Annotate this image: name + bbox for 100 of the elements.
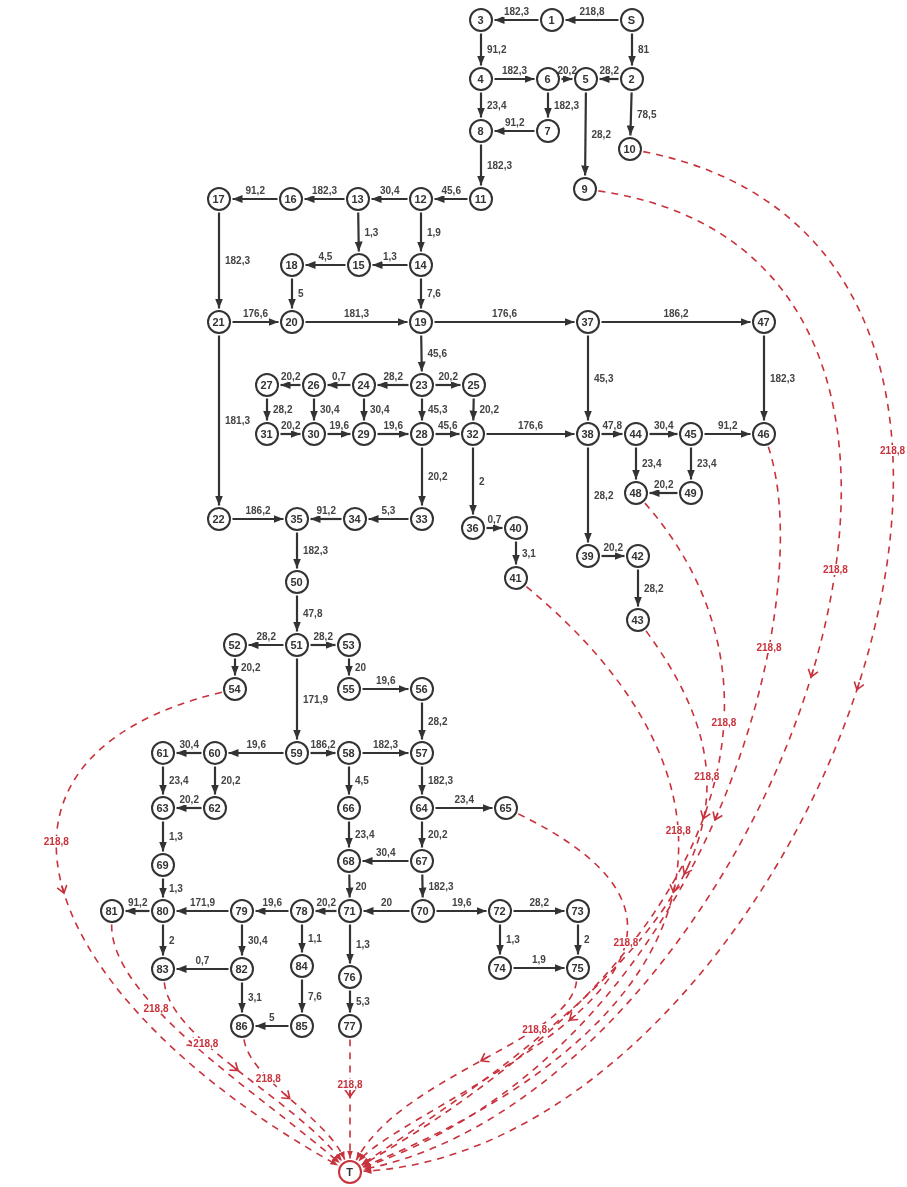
edge-label: 0,7 [331, 371, 347, 382]
arrow [362, 749, 409, 757]
node-circle: 45 [678, 421, 703, 446]
edge-label: 182,3 [427, 880, 455, 892]
edge-label: 182,3 [501, 65, 529, 76]
arrow [418, 766, 426, 795]
edge-label: 218,8 [664, 825, 692, 837]
edge-label: 182,3 [769, 372, 797, 384]
edge-label: 28,2 [528, 897, 550, 908]
edge-label: 7,6 [426, 288, 442, 299]
edge-label: 1,9 [426, 226, 442, 238]
edge-label: 218,8 [192, 1038, 220, 1050]
edge-label: 28,2 [312, 631, 334, 642]
arrow [255, 907, 289, 915]
arrow [176, 965, 229, 973]
arrow [176, 804, 202, 812]
arrow [513, 907, 565, 915]
dashed-arrow [362, 446, 782, 1169]
edge-label: 20,2 [602, 542, 624, 553]
arrow [176, 907, 229, 915]
edge-label: 20 [354, 661, 368, 673]
edge-label: 171,9 [189, 897, 217, 908]
arrow [601, 552, 625, 560]
edge-label: 28,2 [255, 631, 277, 642]
dashed-arrow [344, 1038, 356, 1160]
arrow [176, 749, 202, 757]
edge-label: 2 [583, 934, 591, 945]
node-circle: 30 [301, 421, 326, 446]
edge-label: 5 [297, 288, 305, 299]
arrow [512, 541, 520, 565]
node-circle: 74 [487, 955, 512, 980]
arrow [298, 979, 306, 1013]
node-circle: 31 [254, 421, 279, 446]
arrow [159, 878, 167, 898]
arrow [469, 447, 477, 515]
node-circle: 86 [229, 1013, 254, 1038]
arrow [565, 16, 619, 24]
arrow [238, 982, 246, 1013]
node-circle: 81 [99, 898, 124, 923]
node-circle: 80 [150, 898, 175, 923]
node-circle: 9 [572, 176, 597, 201]
node-circle: 58 [336, 740, 361, 765]
edge-label: 218,8 [821, 563, 849, 575]
arrow [494, 127, 535, 135]
arrow [513, 964, 565, 972]
edge-label: 23,4 [354, 829, 376, 840]
edge-label: 28,2 [643, 582, 665, 594]
edge-label: 45,6 [437, 420, 459, 431]
node-circle: 16 [278, 186, 303, 211]
edge-label: 182,3 [311, 185, 339, 196]
edge-label: 186,2 [244, 505, 272, 516]
edge-label: 20,2 [437, 371, 459, 382]
edge-label: 176,6 [491, 308, 519, 319]
dashed-arrow [357, 813, 629, 1163]
node-circle: 47 [751, 309, 776, 334]
node-circle: 19 [408, 309, 433, 334]
edge-label: 182,3 [486, 159, 514, 171]
edge-label: 19,6 [261, 897, 283, 908]
arrow [599, 75, 619, 83]
node-circle: 61 [150, 740, 175, 765]
edge-label: 20,2 [280, 420, 302, 431]
edge-label: 20 [380, 897, 394, 908]
edge-label: 218,8 [693, 771, 721, 783]
edge-label: 5,3 [355, 996, 371, 1007]
arrow [232, 195, 278, 203]
edge-label: 4,5 [354, 775, 370, 786]
dashed-arrow [55, 691, 339, 1167]
node-circle: 20 [279, 309, 304, 334]
node-circle: 68 [336, 848, 361, 873]
edge-label: 47,8 [601, 420, 623, 431]
edge-label: 30,4 [375, 847, 397, 858]
node-circle: 82 [229, 956, 254, 981]
arrow [632, 447, 640, 480]
edge-label: 20,2 [220, 775, 242, 786]
node-circle: 50 [284, 569, 309, 594]
node-circle: 48 [623, 480, 648, 505]
arrow [346, 924, 354, 964]
arrow [601, 318, 751, 326]
node-circle: 59 [284, 740, 309, 765]
node-circle: 25 [461, 372, 486, 397]
arrow [477, 144, 485, 186]
node-circle: 75 [565, 955, 590, 980]
edge-label: 19,6 [451, 897, 473, 908]
node-circle: 39 [575, 543, 600, 568]
edge-label: 20,2 [427, 471, 449, 482]
arrow [310, 641, 336, 649]
arrow [435, 381, 461, 389]
edge-label: 23,4 [168, 775, 190, 786]
node-circle: 66 [336, 795, 361, 820]
edge-label: 47,8 [302, 608, 324, 619]
arrow [159, 924, 167, 956]
arrow [293, 595, 301, 632]
node-circle: 79 [229, 898, 254, 923]
node-circle: 17 [206, 186, 231, 211]
node-circle: 78 [289, 898, 314, 923]
edge-label: 1,3 [363, 226, 380, 238]
edge-label: 1,3 [168, 831, 184, 842]
dashed-arrow [110, 923, 341, 1164]
edge-label: 91,2 [486, 44, 508, 55]
arrow [417, 335, 426, 372]
